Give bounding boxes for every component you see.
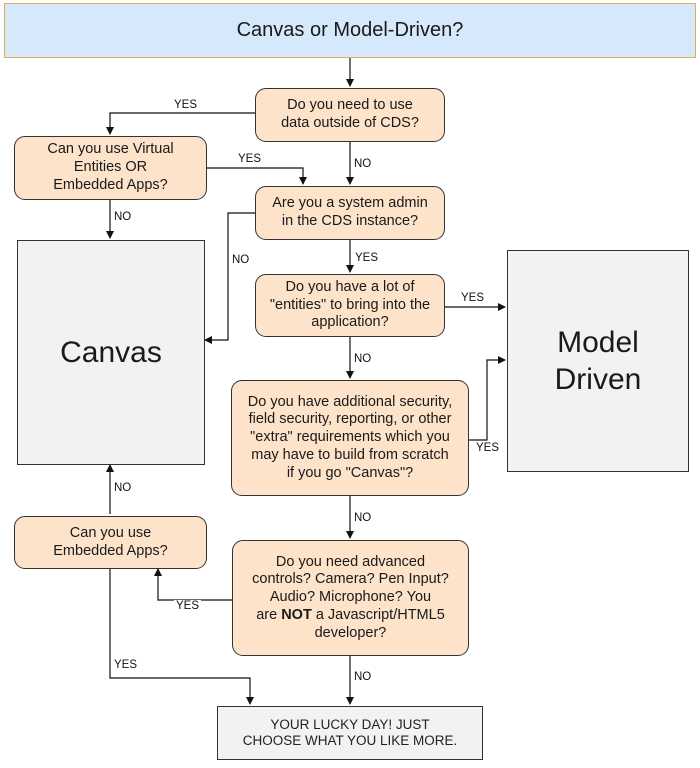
label-entities-no: NO (352, 353, 374, 366)
label-embedded-yes: YES (112, 659, 140, 672)
decision-system-admin: Are you a system admin in the CDS instan… (255, 186, 445, 240)
label-extra-yes: YES (474, 442, 502, 455)
label-admin-yes: YES (353, 252, 381, 265)
decision-extra-requirements: Do you have additional security, field s… (231, 380, 469, 496)
label-advanced-yes: YES (174, 600, 202, 613)
label-virtual-yes: YES (236, 153, 264, 166)
advanced-controls-text-2: a Javascript/HTML5 developer? (314, 606, 445, 641)
label-extra-no: NO (352, 512, 374, 525)
label-admin-no: NO (230, 254, 252, 267)
decision-virtual-entities: Can you use Virtual Entities OR Embedded… (14, 136, 207, 200)
decision-embedded-apps: Can you use Embedded Apps? (14, 516, 207, 569)
advanced-controls-text-1: Do you need advanced controls? Camera? P… (252, 553, 449, 623)
outcome-canvas: Canvas (17, 240, 205, 465)
label-entities-yes: YES (459, 292, 487, 305)
label-outside-yes: YES (172, 99, 200, 112)
decision-advanced-controls: Do you need advanced controls? Camera? P… (232, 540, 469, 656)
decision-many-entities: Do you have a lot of "entities" to bring… (255, 274, 445, 337)
edge-admin-no (204, 212, 255, 344)
advanced-controls-bold-not: NOT (281, 606, 312, 623)
edge-extra-yes (469, 356, 506, 441)
edge-virtual-yes (207, 167, 307, 185)
outcome-model-driven: Model Driven (507, 250, 689, 472)
edge-outside-yes (106, 112, 255, 135)
label-advanced-no: NO (352, 671, 374, 684)
edge-advanced-yes (154, 568, 232, 601)
edge-embedded-yes (109, 569, 254, 705)
flowchart-title: Canvas or Model-Driven? (4, 3, 696, 58)
label-outside-no: NO (352, 158, 374, 171)
label-embedded-no: NO (112, 482, 134, 495)
decision-data-outside-cds: Do you need to use data outside of CDS? (255, 88, 445, 142)
outcome-lucky-day: YOUR LUCKY DAY! JUST CHOOSE WHAT YOU LIK… (217, 706, 483, 760)
label-virtual-no: NO (112, 211, 134, 224)
